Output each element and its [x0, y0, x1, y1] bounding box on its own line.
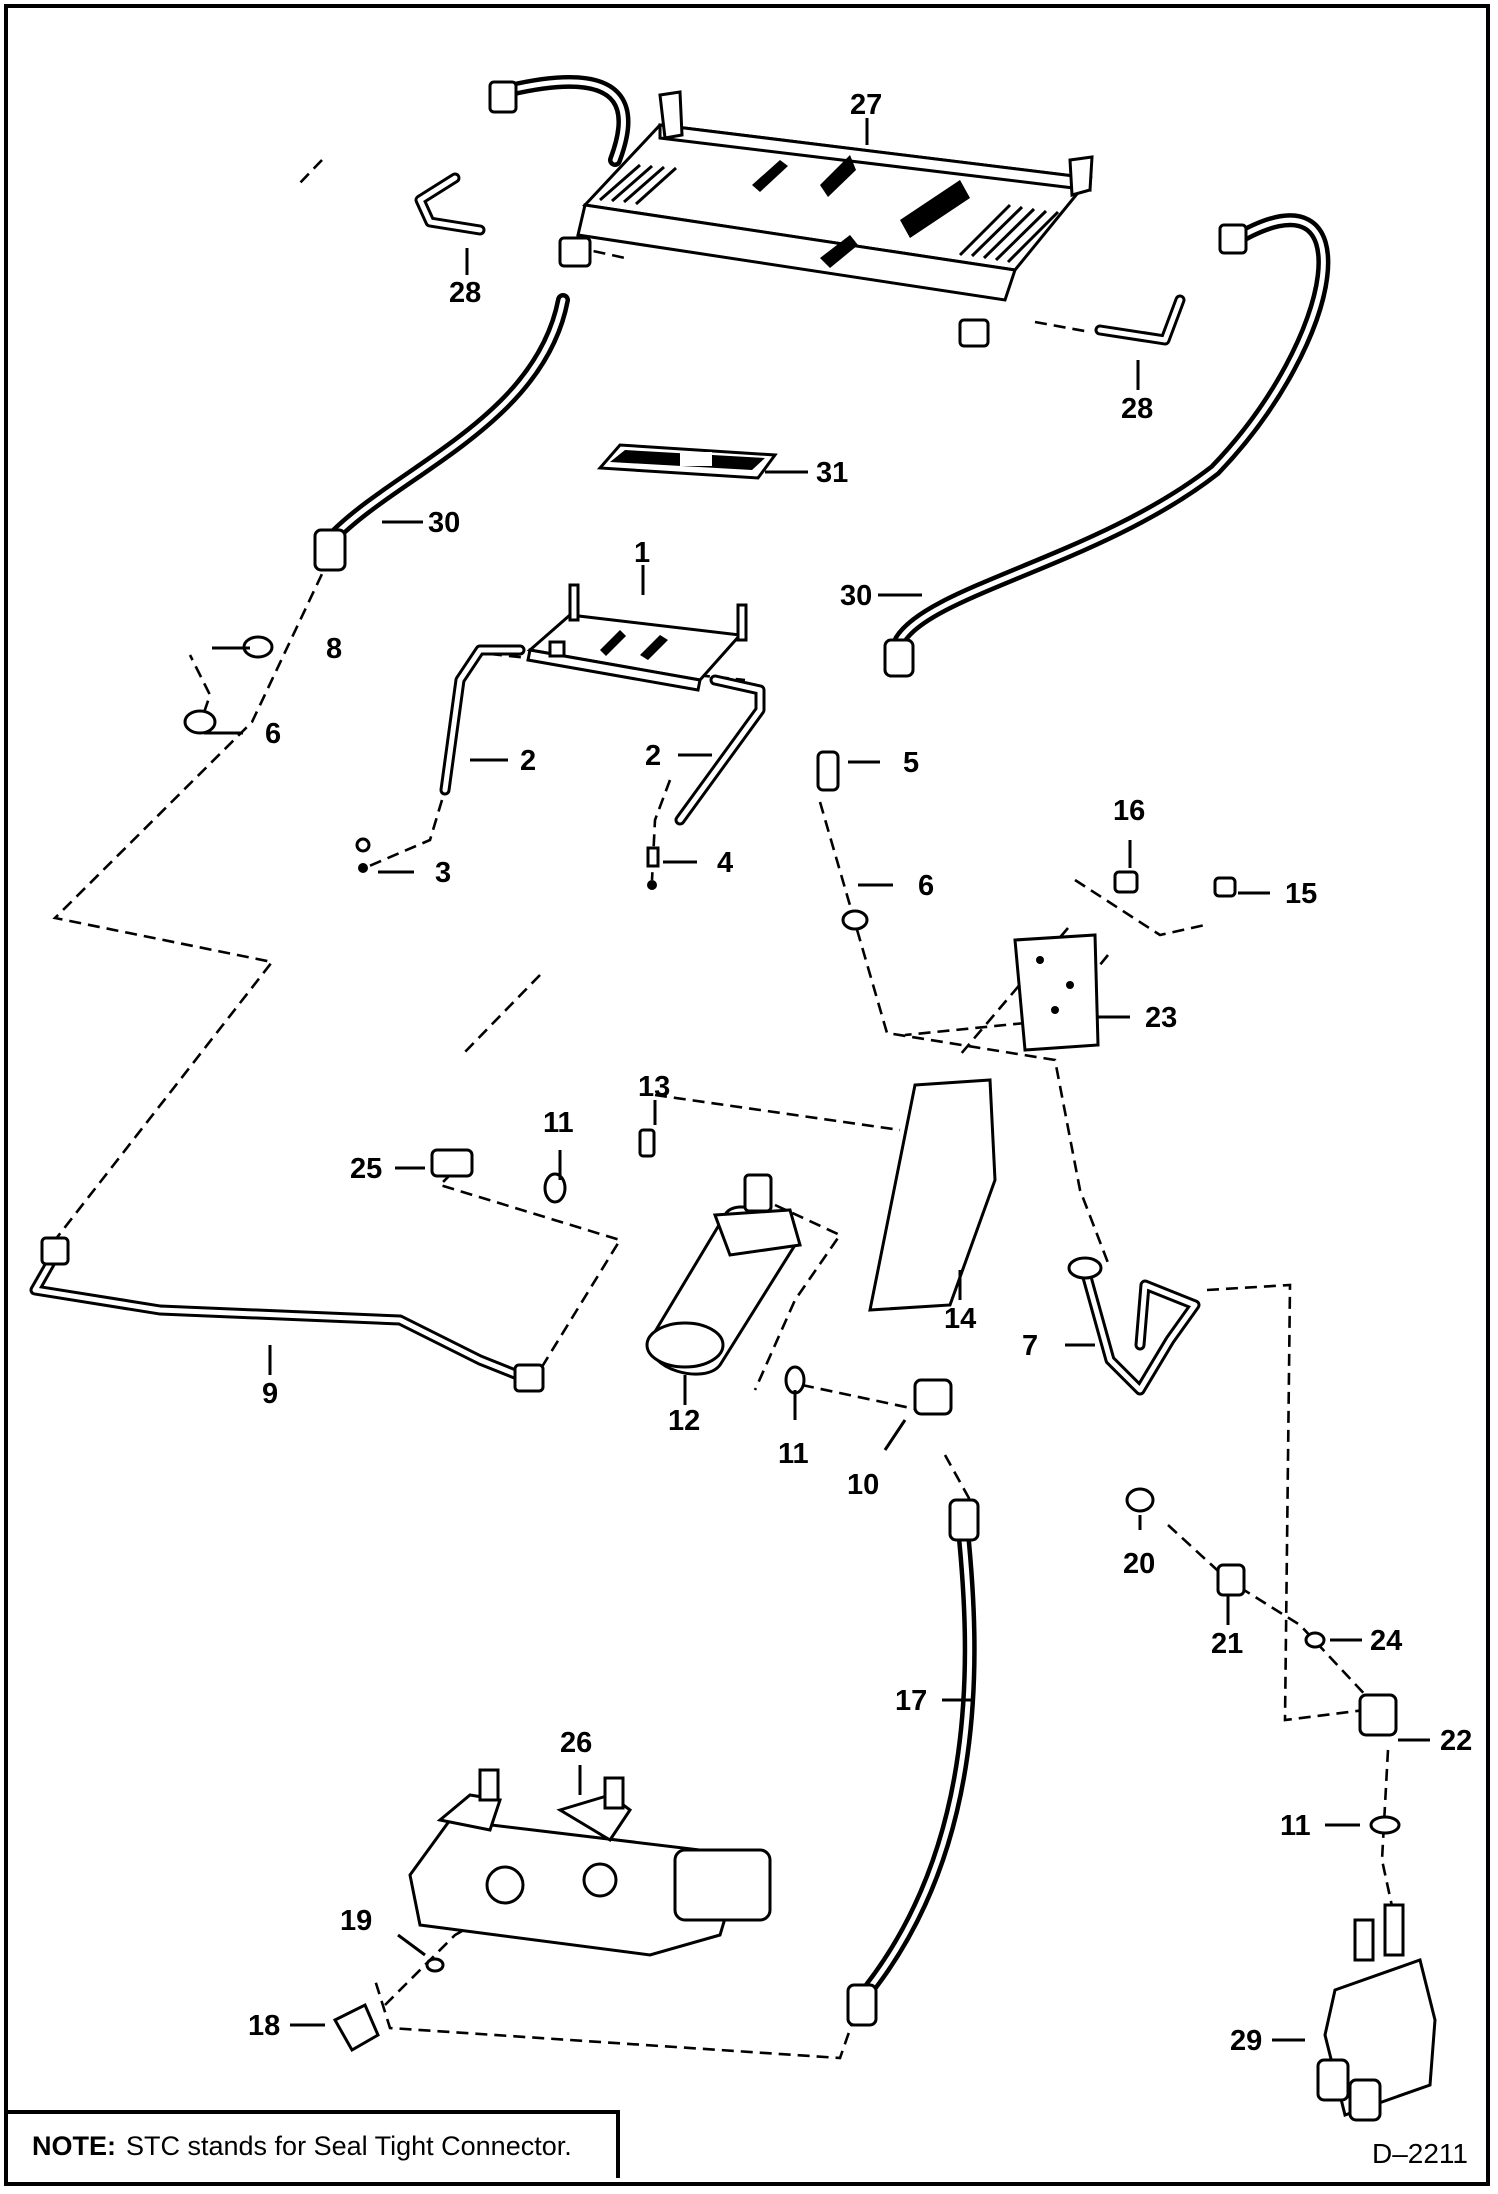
callout-9: 9: [262, 1378, 278, 1410]
fittings: [183, 635, 1401, 2053]
callout-24: 24: [1370, 1625, 1402, 1657]
tubes: [29, 172, 1201, 1396]
diagram-frame: [4, 4, 1490, 2186]
callout-8: 8: [326, 633, 342, 665]
callout-1: 1: [634, 537, 650, 569]
callout-2-right: 2: [645, 740, 661, 772]
mounting-brackets: [868, 933, 1100, 1312]
hydraulic-pump-26: [408, 1768, 772, 1957]
callout-30-right: 30: [840, 580, 872, 612]
callout-14: 14: [944, 1303, 976, 1335]
oil-cooler-27: [558, 90, 1094, 348]
callout-19: 19: [340, 1905, 372, 1937]
callout-6-left: 6: [265, 718, 281, 750]
callout-27: 27: [850, 89, 882, 121]
callout-22: 22: [1440, 1725, 1472, 1757]
callout-16: 16: [1113, 795, 1145, 827]
callout-labels: 27 28 28 31 30 30 1 8 6 2 2 5 3 4 6 16 1…: [248, 89, 1472, 2057]
small-cooler-1: [355, 583, 766, 890]
callout-21: 21: [1211, 1628, 1243, 1660]
callout-28-right: 28: [1121, 393, 1153, 425]
callout-11-bottom: 11: [1280, 1810, 1311, 1842]
callout-11-middle: 11: [778, 1438, 809, 1470]
note-box: NOTE: STC stands for Seal Tight Connecto…: [8, 2110, 620, 2178]
callout-31: 31: [816, 457, 848, 489]
callout-4: 4: [717, 847, 733, 879]
callout-29: 29: [1230, 2025, 1262, 2057]
callout-25: 25: [350, 1153, 382, 1185]
callout-6-right: 6: [918, 870, 934, 902]
leader-lines: [204, 118, 1430, 2042]
callout-23: 23: [1145, 1002, 1177, 1034]
callout-11-top: 11: [543, 1107, 574, 1139]
callout-26: 26: [560, 1727, 592, 1759]
control-valve-29: [1316, 1903, 1437, 2122]
callout-10: 10: [847, 1469, 879, 1501]
callout-7: 7: [1022, 1330, 1038, 1362]
callout-12: 12: [668, 1405, 700, 1437]
hydraulic-hoses: [313, 74, 1331, 2027]
callout-20: 20: [1123, 1548, 1155, 1580]
callout-13: 13: [638, 1071, 670, 1103]
drawing-number: D–2211: [1371, 2138, 1468, 2169]
connection-lines: [52, 159, 1397, 2060]
callout-5: 5: [903, 747, 919, 779]
callout-30-left: 30: [428, 507, 460, 539]
note-text: STC stands for Seal Tight Connector.: [126, 2130, 572, 2161]
callout-3: 3: [435, 857, 451, 889]
callout-15: 15: [1285, 878, 1317, 910]
decal-31: [596, 443, 778, 480]
note-label: NOTE:: [32, 2130, 116, 2161]
callout-17: 17: [895, 1685, 927, 1717]
callout-18: 18: [248, 2010, 280, 2042]
callout-2-left: 2: [520, 745, 536, 777]
oil-filter-12: [645, 1173, 802, 1376]
callout-28-left: 28: [449, 277, 481, 309]
